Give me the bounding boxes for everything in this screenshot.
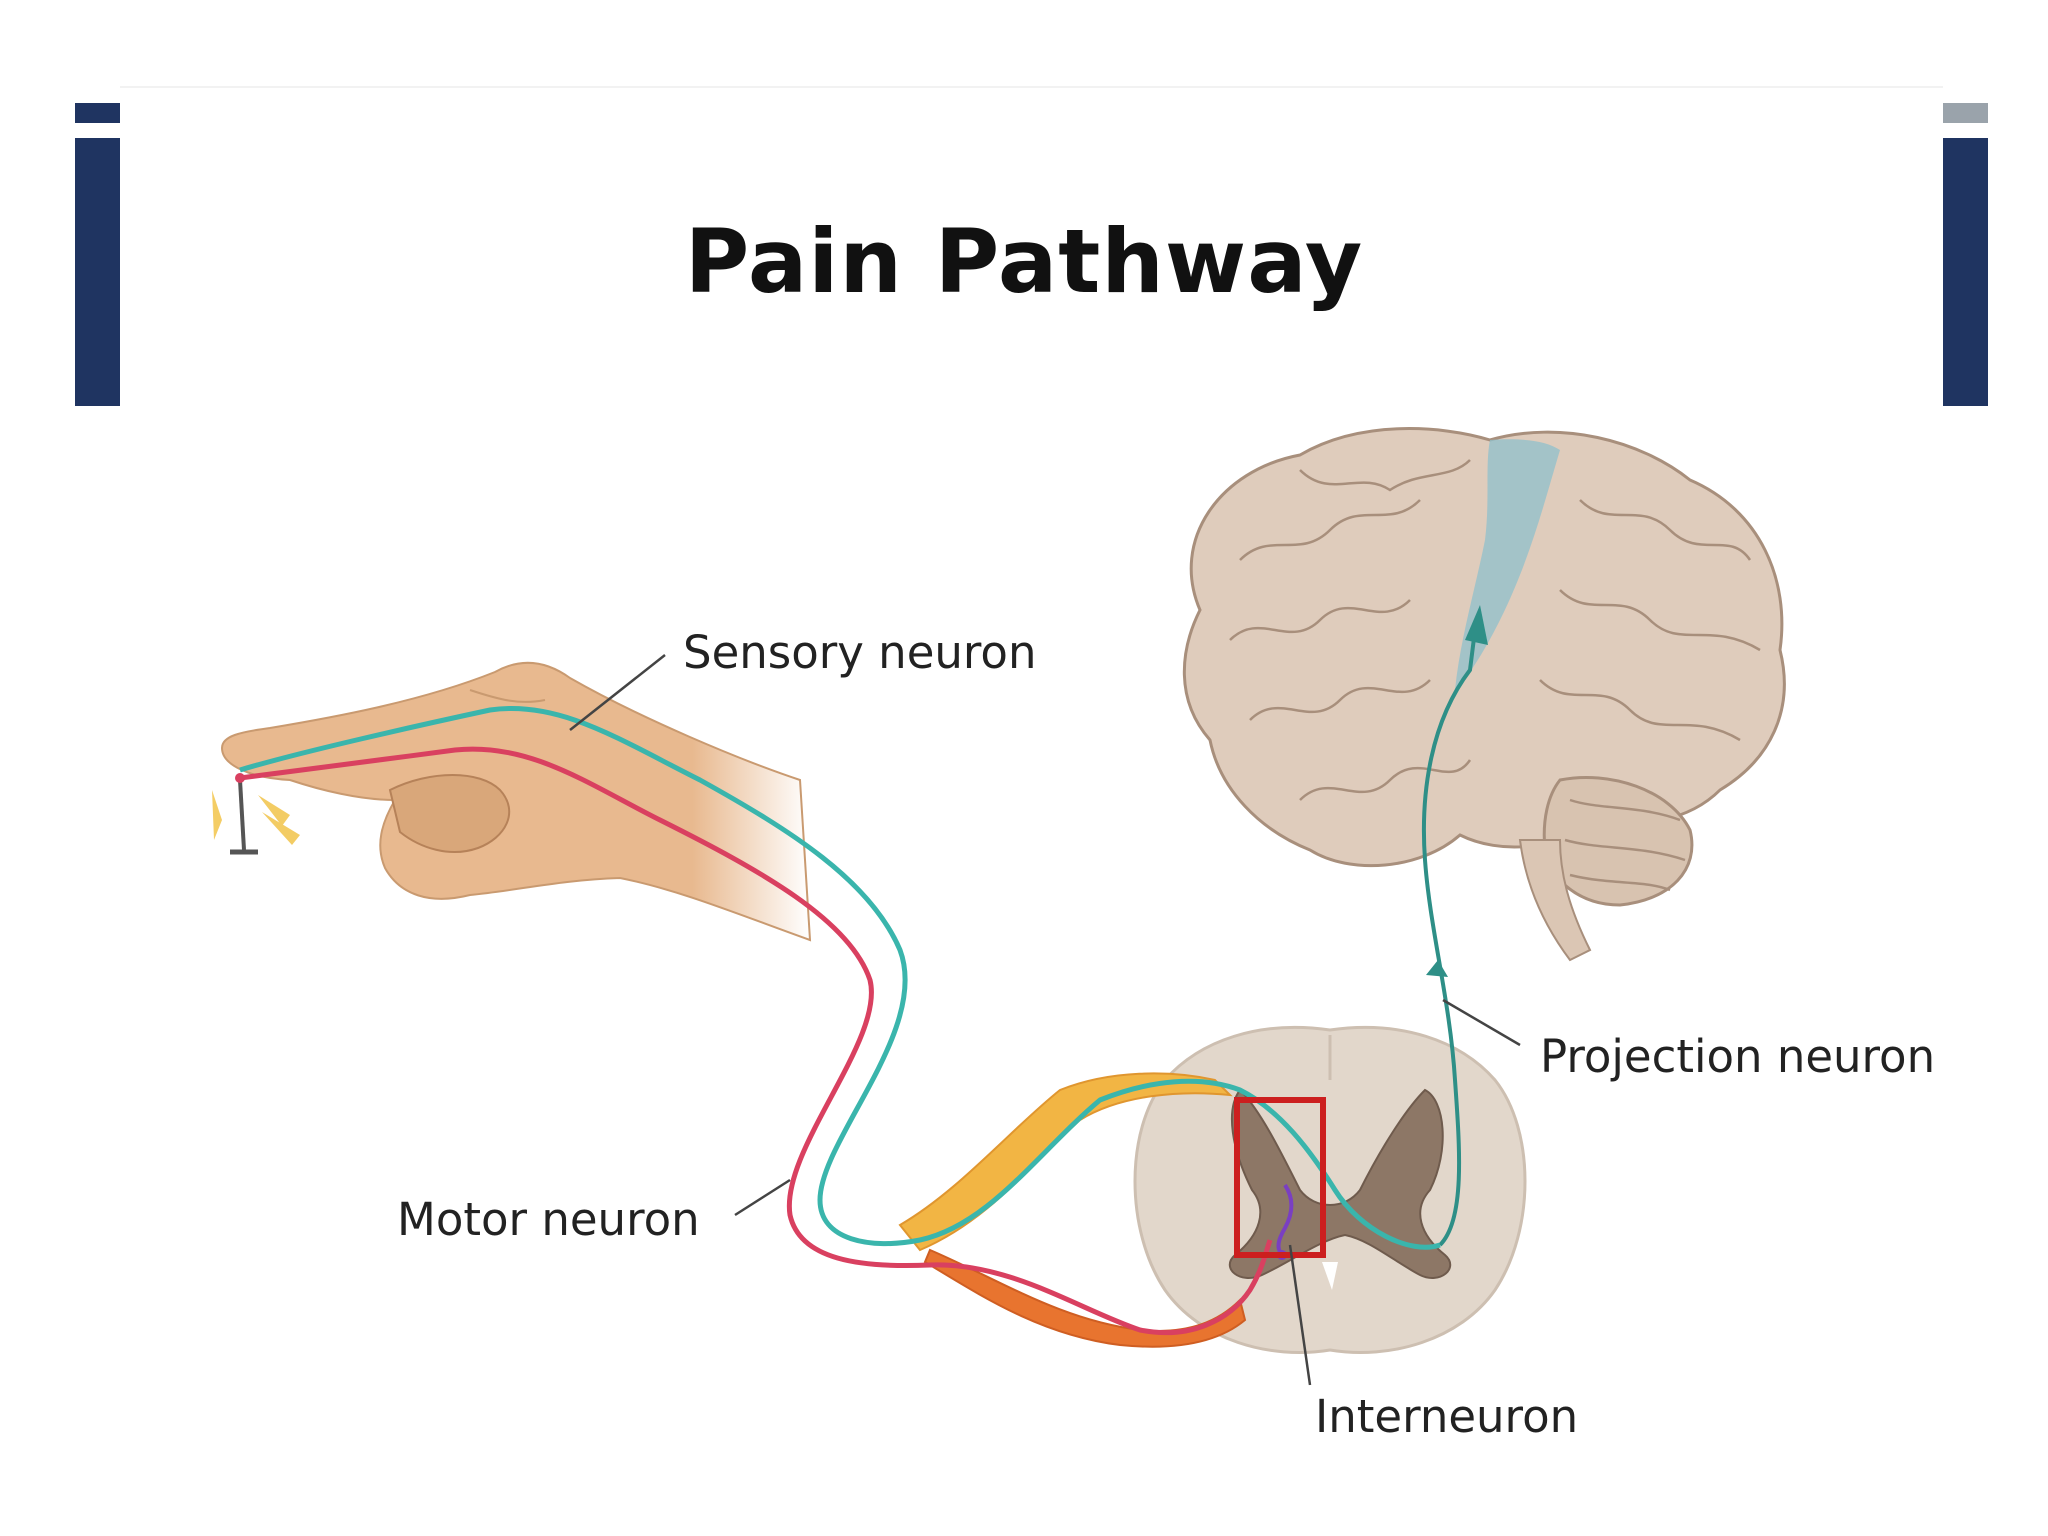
sensory-neuron-label: Sensory neuron [683,626,1036,679]
projection-neuron-path [1421,629,1477,1247]
interneuron-leader-line [1288,1244,1312,1386]
right-bar [1943,138,1988,406]
top-divider [120,86,1943,88]
finger-crease [469,689,546,703]
thumb-shape [388,774,511,853]
projection-arrow-mid [1426,960,1448,977]
pain-spark-icon [212,790,300,845]
interneuron-highlight-box [1234,1097,1326,1258]
ventral-root [923,1248,1247,1348]
right-bar-cap [1943,103,1988,123]
page-title: Pain Pathway [684,210,1364,313]
sensory-leader-line [569,654,666,731]
hand-shape [220,661,812,942]
hand-illustration [220,661,812,942]
left-bar [75,138,120,406]
cerebellum [1542,775,1694,907]
gyri-lines [1229,459,1761,892]
projection-neuron-label: Projection neuron [1540,1030,1935,1083]
pin-icon [230,773,258,855]
motor-neuron-path [239,746,1273,1336]
left-bar-cap [75,103,120,123]
central-canal [1322,1262,1338,1290]
brainstem [1518,839,1592,962]
brain-illustration [1182,427,1786,962]
interneuron-path [1276,1183,1294,1257]
projection-leader-line [1442,998,1521,1047]
interneuron-label: Interneuron [1315,1390,1578,1443]
motor-neuron-label: Motor neuron [397,1193,700,1246]
spinal-cord-cross-section [1133,1026,1527,1354]
projection-arrow-head [1465,605,1488,645]
motor-leader-line [734,1178,791,1217]
